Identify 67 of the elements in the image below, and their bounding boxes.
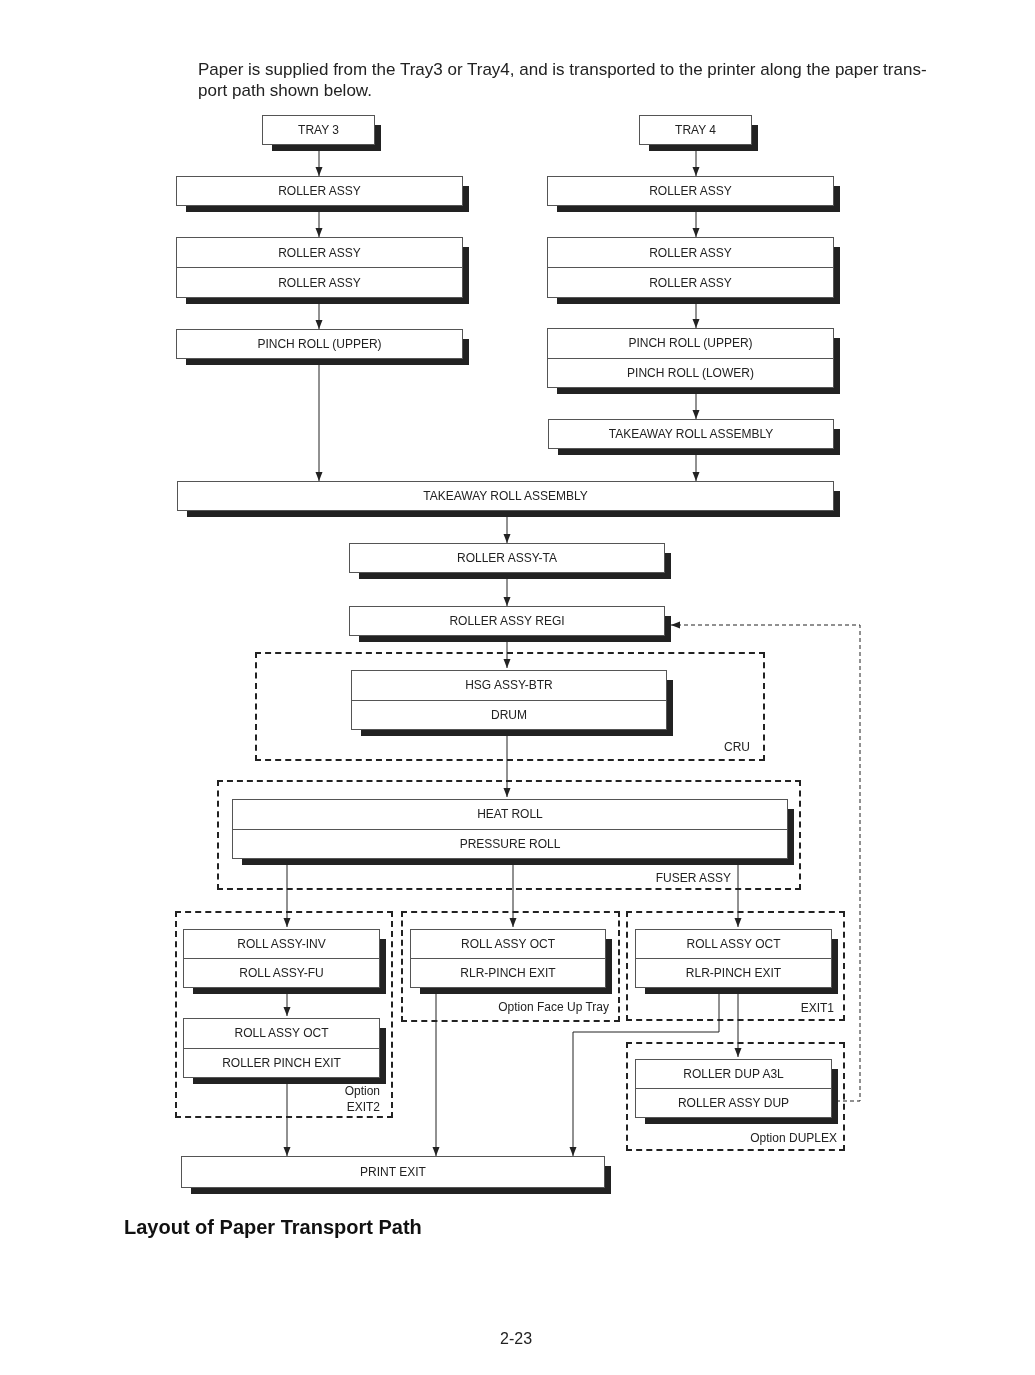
dashed-arrow bbox=[670, 621, 861, 1102]
arrow bbox=[734, 991, 742, 1058]
component-label: ROLLER ASSY DUP bbox=[677, 1096, 790, 1110]
component-label: ROLL ASSY OCT bbox=[234, 1026, 329, 1041]
arrow bbox=[692, 150, 700, 177]
component-label: ROLLER DUP A3L bbox=[683, 1067, 784, 1081]
component-label: PRINT EXIT bbox=[360, 1165, 426, 1179]
component-label: TAKEAWAY ROLL ASSEMBLY bbox=[423, 489, 588, 503]
dashed-group-frame bbox=[217, 780, 801, 890]
component-label: PINCH ROLL (LOWER) bbox=[627, 365, 754, 380]
arrow bbox=[315, 364, 323, 482]
component-label: ROLLER ASSY bbox=[278, 245, 361, 260]
group-label: Option EXIT2 bbox=[343, 1083, 380, 1115]
dashed-group-frame bbox=[175, 911, 393, 1118]
component-label: PINCH ROLL (UPPER) bbox=[628, 336, 753, 351]
group-label: FUSER ASSY bbox=[655, 870, 731, 886]
arrow bbox=[315, 211, 323, 238]
component-label: ROLLER ASSY-TA bbox=[456, 551, 557, 565]
arrow bbox=[509, 862, 517, 928]
component-label: DRUM bbox=[491, 707, 527, 722]
component-label: ROLLER ASSY bbox=[278, 184, 361, 198]
component-label: PRESSURE ROLL bbox=[459, 836, 561, 851]
component-label: HEAT ROLL bbox=[477, 807, 543, 822]
component-label: TRAY 3 bbox=[298, 123, 339, 137]
figure-caption: Layout of Paper Transport Path bbox=[124, 1215, 422, 1240]
page-number: 2-23 bbox=[500, 1329, 533, 1349]
arrow bbox=[503, 641, 511, 669]
component-label: ROLL ASSY-INV bbox=[237, 937, 326, 951]
intro-paragraph: Paper is supplied from the Tray3 or Tray4, and is transported to the printer along the paper trans-port path shown below. bbox=[198, 59, 928, 101]
component-label: HSG ASSY-BTR bbox=[465, 678, 553, 693]
group-label: EXIT1 bbox=[800, 1000, 834, 1016]
arrow bbox=[432, 991, 440, 1157]
component-label: ROLL ASSY-FU bbox=[239, 966, 324, 980]
component-label: ROLL ASSY OCT bbox=[686, 937, 781, 951]
arrow bbox=[734, 862, 742, 928]
component-label: PINCH ROLL (UPPER) bbox=[257, 337, 382, 351]
component-label: ROLL ASSY OCT bbox=[460, 937, 555, 951]
arrow bbox=[503, 578, 511, 607]
dashed-group-frame bbox=[255, 652, 765, 761]
arrow bbox=[315, 150, 323, 177]
arrow bbox=[283, 991, 291, 1017]
arrow bbox=[503, 516, 511, 544]
component-label: RLR-PINCH EXIT bbox=[685, 966, 782, 980]
arrow bbox=[315, 303, 323, 330]
component-label: ROLLER ASSY bbox=[649, 184, 732, 198]
dashed-group-frame bbox=[626, 911, 845, 1021]
arrow bbox=[503, 733, 511, 798]
component-label: TAKEAWAY ROLL ASSEMBLY bbox=[608, 427, 774, 441]
group-label: CRU bbox=[724, 739, 750, 755]
component-label: ROLLER ASSY bbox=[649, 245, 732, 260]
component-label: ROLLER ASSY REGI bbox=[449, 614, 565, 628]
arrow bbox=[283, 1081, 291, 1157]
arrow bbox=[692, 454, 700, 482]
group-label: Option DUPLEX bbox=[750, 1130, 837, 1146]
arrow bbox=[569, 991, 720, 1157]
component-label: ROLLER ASSY bbox=[649, 275, 732, 290]
dashed-group-frame bbox=[626, 1042, 845, 1151]
component-label: TRAY 4 bbox=[675, 123, 716, 137]
component-label: ROLLER PINCH EXIT bbox=[222, 1055, 341, 1070]
group-label: Option Face Up Tray bbox=[498, 999, 609, 1015]
component-label: ROLLER ASSY bbox=[278, 275, 361, 290]
arrow bbox=[283, 862, 291, 928]
arrow bbox=[692, 393, 700, 420]
arrow bbox=[692, 303, 700, 329]
dashed-group-frame bbox=[401, 911, 620, 1022]
arrow bbox=[692, 211, 700, 238]
component-label: RLR-PINCH EXIT bbox=[460, 966, 556, 980]
